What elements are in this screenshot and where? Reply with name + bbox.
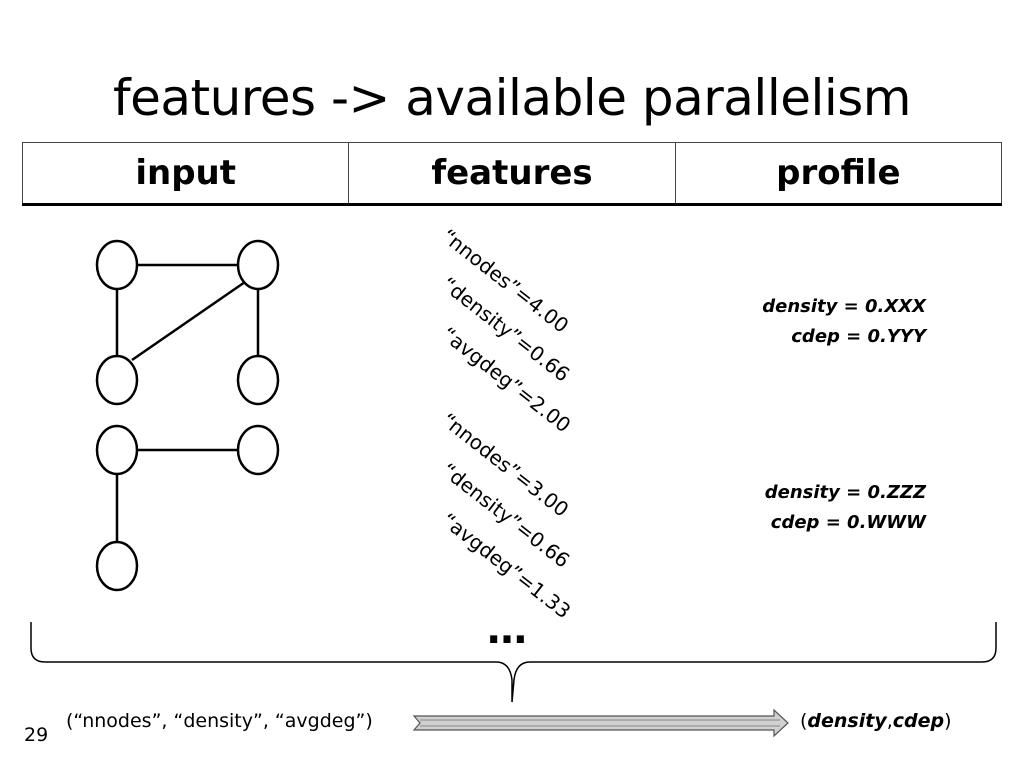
graph2-node bbox=[95, 424, 139, 476]
graph1-edges bbox=[115, 263, 260, 362]
output-density: density bbox=[807, 710, 887, 732]
graph1-node bbox=[236, 354, 280, 406]
graph1-node bbox=[95, 354, 139, 406]
output-close-paren: ) bbox=[944, 710, 952, 732]
input-feature-tuple: (“nnodes”, “density”, “avgdeg”) bbox=[66, 710, 373, 732]
arrow-right bbox=[412, 708, 789, 738]
output-comma: , bbox=[886, 710, 893, 732]
graph2-edges bbox=[115, 448, 239, 543]
graph1-nodes bbox=[95, 239, 280, 406]
header-input: input bbox=[21, 142, 350, 206]
output-profile-tuple: (density,cdep) bbox=[800, 710, 952, 732]
header-table: input features profile bbox=[21, 142, 1003, 206]
header-features: features bbox=[348, 142, 676, 206]
page-number: 29 bbox=[24, 724, 49, 746]
header-profile: profile bbox=[674, 142, 1003, 206]
continuation-ellipsis: … bbox=[487, 607, 528, 653]
output-open-paren: ( bbox=[800, 710, 808, 732]
header-row: input features profile bbox=[21, 142, 1003, 206]
graph2-nodes bbox=[95, 424, 280, 592]
graph2-node bbox=[95, 540, 139, 592]
profile-1-density: density = 0.XXX bbox=[762, 296, 926, 317]
slide-title: features -> available parallelism bbox=[112, 69, 912, 127]
graph1-edge-diagonal bbox=[131, 280, 246, 362]
graph2-node bbox=[236, 424, 280, 476]
profile-2: density = 0.ZZZ cdep = 0.WWW bbox=[765, 478, 926, 538]
graph1-node bbox=[236, 239, 280, 291]
profile-2-density: density = 0.ZZZ bbox=[764, 482, 926, 503]
output-cdep: cdep bbox=[892, 710, 945, 732]
graph1-node bbox=[95, 239, 139, 291]
profile-1: density = 0.XXX cdep = 0.YYY bbox=[762, 292, 926, 352]
profile-2-cdep: cdep = 0.WWW bbox=[770, 512, 926, 533]
profile-1-cdep: cdep = 0.YYY bbox=[791, 326, 926, 347]
